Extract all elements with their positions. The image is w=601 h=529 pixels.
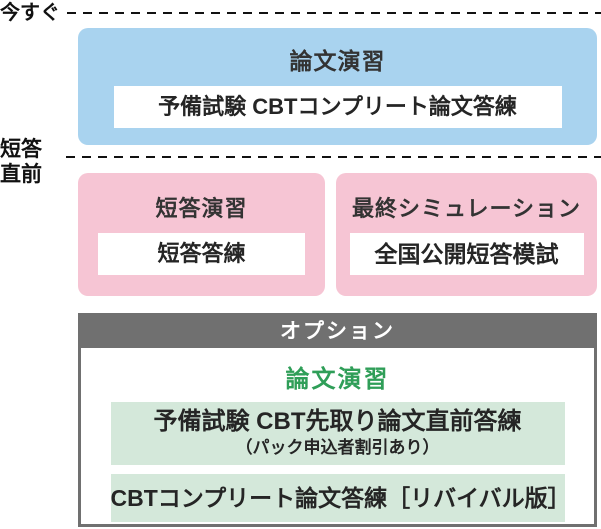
final-simulation-title: 最終シミュレーション (351, 196, 582, 221)
tanto-practice-course: 短答答練 (98, 233, 305, 275)
option-course-1-note: （パック申込者割引あり） (235, 438, 440, 457)
timeline-divider-now (67, 12, 601, 14)
option-section: オプション 論文演習 予備試験 CBT先取り論文直前答練 （パック申込者割引あり… (78, 313, 597, 527)
essay-practice-course: 予備試験 CBTコンプリート論文答練 (113, 86, 562, 128)
option-course-2-name: CBTコンプリート論文答練［リバイバル版］ (110, 485, 571, 511)
timeline-label-tanto-line2: 直前 (0, 163, 42, 186)
option-course-1: 予備試験 CBT先取り論文直前答練 （パック申込者割引あり） (110, 402, 565, 465)
final-simulation-course: 全国公開短答模試 (349, 233, 584, 275)
timeline-label-tanto-line1: 短答 (0, 138, 42, 161)
option-course-1-name: 予備試験 CBT先取り論文直前答練 (153, 408, 522, 435)
timeline-label-tanto-chokuzen: 短答 直前 (0, 137, 42, 187)
tanto-practice-title: 短答演習 (155, 196, 248, 221)
timeline-label-now: 今すぐ (0, 2, 60, 24)
option-course-2: CBTコンプリート論文答練［リバイバル版］ (110, 474, 571, 522)
option-essay-subtitle: 論文演習 (285, 366, 390, 393)
timeline-divider-tanto (66, 156, 601, 158)
tanto-practice-card: 短答演習 短答答練 (78, 173, 325, 296)
option-section-header: オプション (81, 316, 594, 348)
essay-practice-title: 論文演習 (289, 48, 386, 74)
essay-practice-card: 論文演習 予備試験 CBTコンプリート論文答練 (78, 28, 597, 145)
final-simulation-card: 最終シミュレーション 全国公開短答模試 (336, 173, 597, 296)
